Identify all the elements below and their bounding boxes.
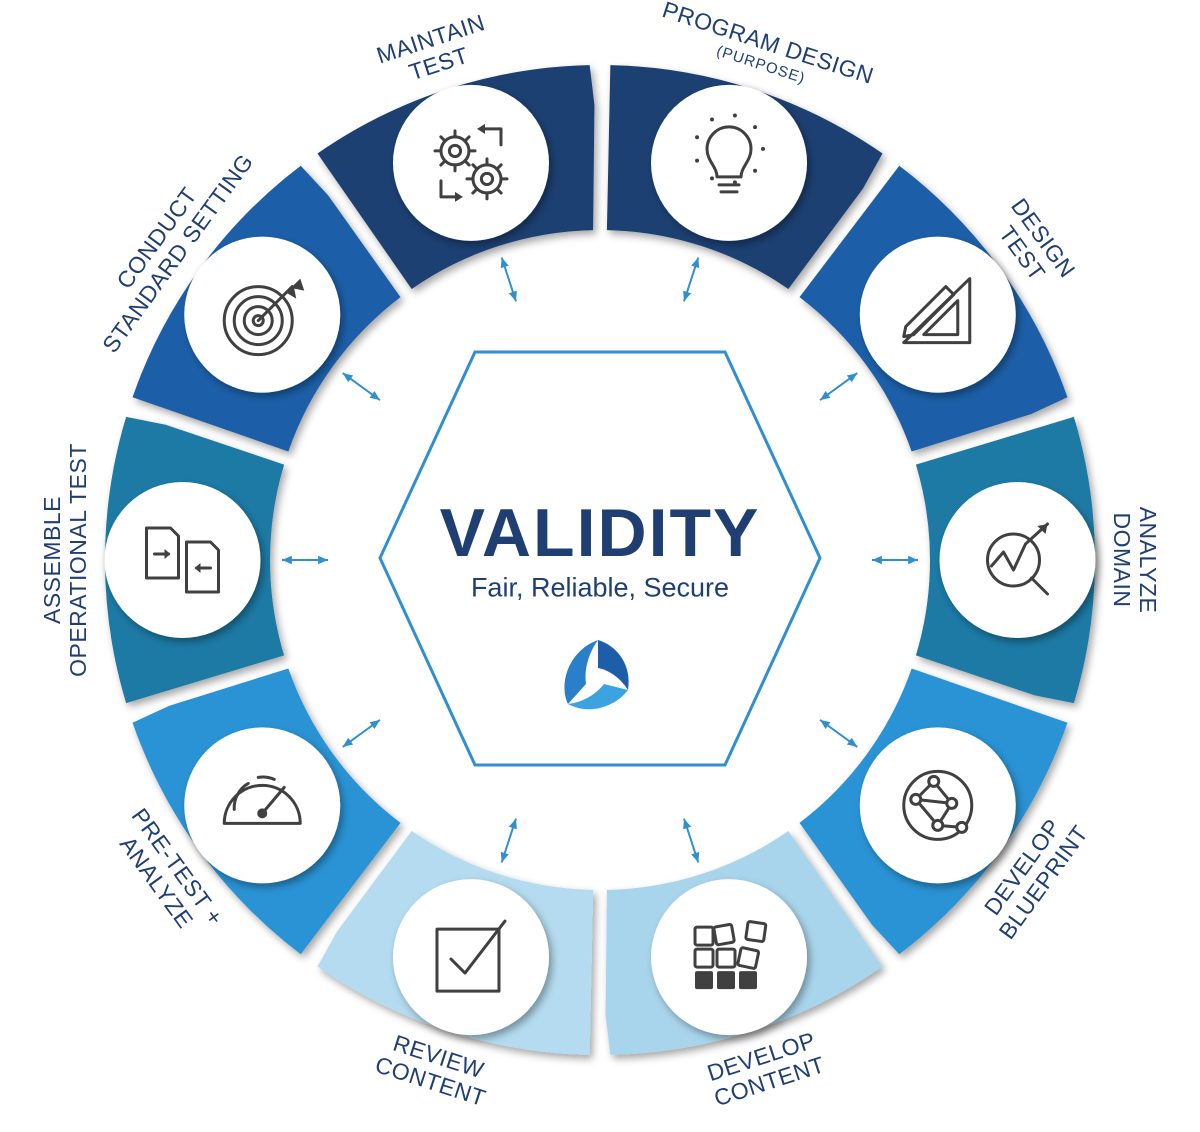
ruler-pencil-icon: [859, 236, 1016, 393]
double-arrow: [500, 818, 517, 863]
lightbulb-icon: [651, 84, 808, 241]
double-arrow: [819, 372, 858, 401]
double-arrow: [872, 555, 918, 565]
double-arrow: [342, 372, 381, 401]
speedometer-icon: [184, 727, 341, 884]
double-arrow: [683, 257, 700, 302]
label-line: DOMAIN: [1109, 513, 1135, 608]
checkbox-icon: [392, 879, 549, 1036]
double-arrow: [683, 818, 700, 863]
connector-arrows: [282, 257, 918, 863]
double-arrow: [819, 719, 858, 748]
blocks-icon: [651, 879, 808, 1036]
center-subtitle: Fair, Reliable, Secure: [471, 572, 729, 602]
network-globe-icon: [859, 727, 1016, 884]
brand-logo: [564, 640, 629, 710]
double-arrow: [282, 555, 328, 565]
icon-circles: [104, 84, 1096, 1036]
center-hexagon: [378, 350, 822, 767]
label-line: OPERATIONAL TEST: [65, 443, 91, 677]
double-arrow: [342, 719, 381, 748]
document-swap-icon: [104, 482, 261, 638]
double-arrow: [500, 257, 517, 302]
center-title: VALIDITY: [440, 495, 761, 571]
label-line: ASSEMBLE: [39, 496, 65, 624]
target-dart-icon: [184, 236, 341, 393]
label-line: ANALYZE: [1135, 507, 1161, 614]
analytics-magnifier-icon: [939, 482, 1096, 638]
gears-cycle-icon: [392, 84, 549, 241]
